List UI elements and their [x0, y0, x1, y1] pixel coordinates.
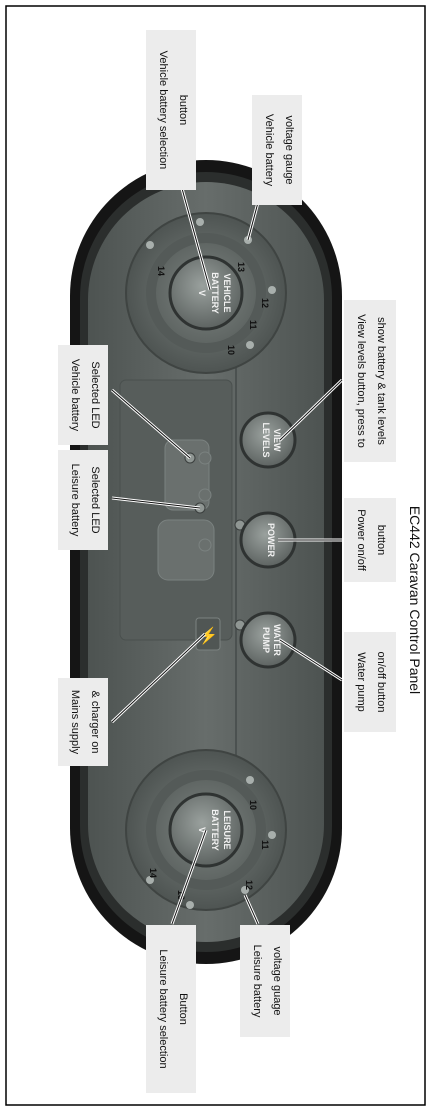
- callout-vehicle-led: Vehicle battery Selected LED: [58, 345, 108, 445]
- power-label: POWER: [266, 523, 276, 558]
- callout-water-pump: Water pump on/off button: [344, 632, 396, 732]
- callout-leisure-led-line1: Leisure battery: [69, 464, 81, 537]
- vehicle-button-label-1: VEHICLE: [222, 273, 232, 312]
- callout-vehicle-led-line1: Vehicle battery: [69, 359, 81, 432]
- callout-vehicle-gauge-line1: Vehicle battery: [263, 114, 275, 187]
- leisure-gauge-led: [246, 776, 254, 784]
- leisure-button-label-2: BATTERY: [210, 809, 220, 851]
- caravan-icon: [157, 519, 215, 581]
- vehicle-battery-button[interactable]: VEHICLE BATTERY V: [168, 255, 244, 331]
- vehicle-gauge-track: [146, 233, 266, 353]
- water-pump-label-1: WATER: [272, 624, 282, 656]
- leisure-button-label-1: LEISURE: [222, 810, 232, 849]
- vehicle-tick-12: 12: [260, 298, 270, 308]
- leisure-button-label-3: V: [197, 827, 207, 833]
- callout-view-levels-line2: show battery & tank levels: [375, 317, 387, 445]
- view-levels-label-2: LEVELS: [261, 422, 271, 457]
- callout-leisure-selection-line1: Leisure battery selection: [157, 949, 169, 1068]
- figure-caption: EC442 Caravan Control Panel: [407, 506, 423, 694]
- vehicle-gauge-led: [268, 286, 276, 294]
- callout-leisure-gauge: Leisure battery voltage guage: [240, 925, 290, 1037]
- control-panel: ⚡ 14 13 12 11 10 VEHICLE BATTERY V: [70, 160, 342, 964]
- vehicle-icon: [164, 439, 212, 511]
- page-frame: [5, 5, 426, 1106]
- callout-leisure-led-line2: Selected LED: [89, 466, 101, 533]
- leisure-gauge-track: [146, 770, 266, 890]
- callout-vehicle-selection-line1: Vehicle battery selection: [157, 51, 169, 170]
- vehicle-tick-13: 13: [236, 262, 246, 272]
- leisure-tick-11: 11: [260, 840, 270, 850]
- callout-power-line1: Power on/off: [355, 509, 367, 572]
- vehicle-button-label-3: V: [197, 290, 207, 296]
- vehicle-tick-11: 11: [248, 320, 258, 330]
- callout-mains-line2: & charger on: [89, 691, 101, 754]
- callout-view-levels-line1: View levels button, press to: [355, 314, 367, 448]
- vehicle-gauge-led: [246, 341, 254, 349]
- callout-water-pump-line1: Water pump: [355, 652, 367, 712]
- view-levels-button[interactable]: VIEW LEVELS: [239, 411, 297, 469]
- leisure-gauge-led: [186, 901, 194, 909]
- vehicle-gauge-led: [146, 241, 154, 249]
- water-pump-label-2: PUMP: [261, 627, 271, 653]
- power-button[interactable]: POWER: [239, 511, 297, 569]
- callout-power-line2: button: [375, 525, 387, 556]
- vehicle-gauge-led: [196, 218, 204, 226]
- callout-leisure-led: Leisure battery Selected LED: [58, 450, 108, 550]
- vehicle-battery-dial: 14 13 12 11 10 VEHICLE BATTERY V: [125, 212, 287, 374]
- vehicle-tick-10: 10: [226, 345, 236, 355]
- leisure-gauge-led: [241, 886, 249, 894]
- leisure-tick-14: 14: [148, 868, 158, 878]
- leisure-tick-10: 10: [248, 800, 258, 810]
- callout-vehicle-selection: Vehicle battery selection button: [146, 30, 196, 190]
- callout-vehicle-gauge: Vehicle battery voltage gauge: [252, 95, 302, 205]
- vehicle-button-label-2: BATTERY: [210, 272, 220, 314]
- callout-vehicle-led-line2: Selected LED: [89, 361, 101, 428]
- view-levels-label-1: VIEW: [272, 428, 282, 452]
- callout-leisure-gauge-line2: voltage guage: [271, 946, 283, 1015]
- callout-leisure-selection-line2: Button: [177, 993, 189, 1025]
- water-pump-button[interactable]: WATER PUMP: [239, 611, 297, 669]
- callout-view-levels: View levels button, press to show batter…: [344, 300, 396, 462]
- leisure-tick-12: 12: [244, 880, 254, 890]
- callout-power: Power on/off button: [344, 498, 396, 582]
- callout-water-pump-line2: on/off button: [375, 652, 387, 713]
- callout-mains: Mains supply & charger on: [58, 678, 108, 766]
- leisure-gauge-led: [268, 831, 276, 839]
- callout-vehicle-gauge-line2: voltage gauge: [283, 115, 295, 184]
- callout-leisure-selection: Leisure battery selection Button: [146, 925, 196, 1093]
- mains-indicator: [195, 617, 221, 651]
- leisure-gauge-led: [146, 876, 154, 884]
- callout-mains-line1: Mains supply: [69, 690, 81, 755]
- callout-leisure-gauge-line1: Leisure battery: [251, 945, 263, 1018]
- callout-vehicle-selection-line2: button: [177, 95, 189, 126]
- vehicle-tick-14: 14: [156, 266, 166, 276]
- mains-icon: ⚡: [198, 626, 218, 645]
